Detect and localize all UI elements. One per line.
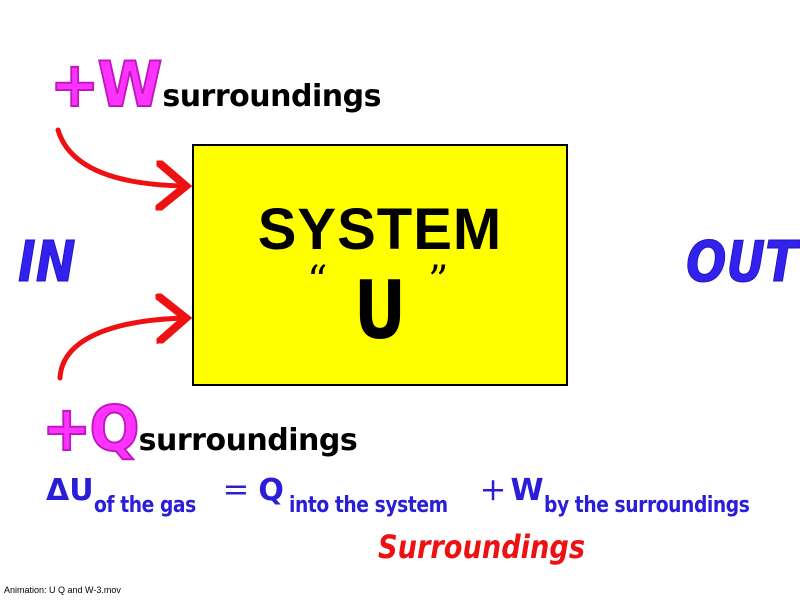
heat-sign: +Q [41,391,140,466]
delta-u-symbol: ΔU [46,473,94,508]
heat-arrow [57,318,186,381]
open-quote: “ [307,258,328,304]
close-quote: ” [428,258,449,304]
heat-label: +Qsurroundings [41,391,358,466]
surroundings-label: Surroundings [378,528,586,566]
work-arrow [55,127,186,186]
w-symbol: W [510,473,544,508]
q-symbol: Q [258,473,284,508]
animation-footnote[interactable]: Animation: U Q and W-3.mov [4,585,121,595]
first-law-equation: ΔUof the gas = Q into the system +Wby the… [46,470,785,518]
work-subscript: surroundings [162,79,381,114]
system-u-symbol: U [354,264,406,357]
system-box: SYSTEM “ U ” [192,144,568,386]
w-subscript: by the surroundings [543,493,750,518]
out-label: OUT [686,230,798,296]
system-title: SYSTEM [257,197,503,262]
plus-sign: + [479,470,507,508]
work-sign: +W [49,47,163,122]
delta-u-subscript: of the gas [93,493,196,518]
work-label: +Wsurroundings [49,47,381,122]
heat-subscript: surroundings [138,423,358,458]
equals-sign: = [222,470,250,508]
in-label: IN [18,230,76,296]
q-subscript: into the system [288,493,448,518]
